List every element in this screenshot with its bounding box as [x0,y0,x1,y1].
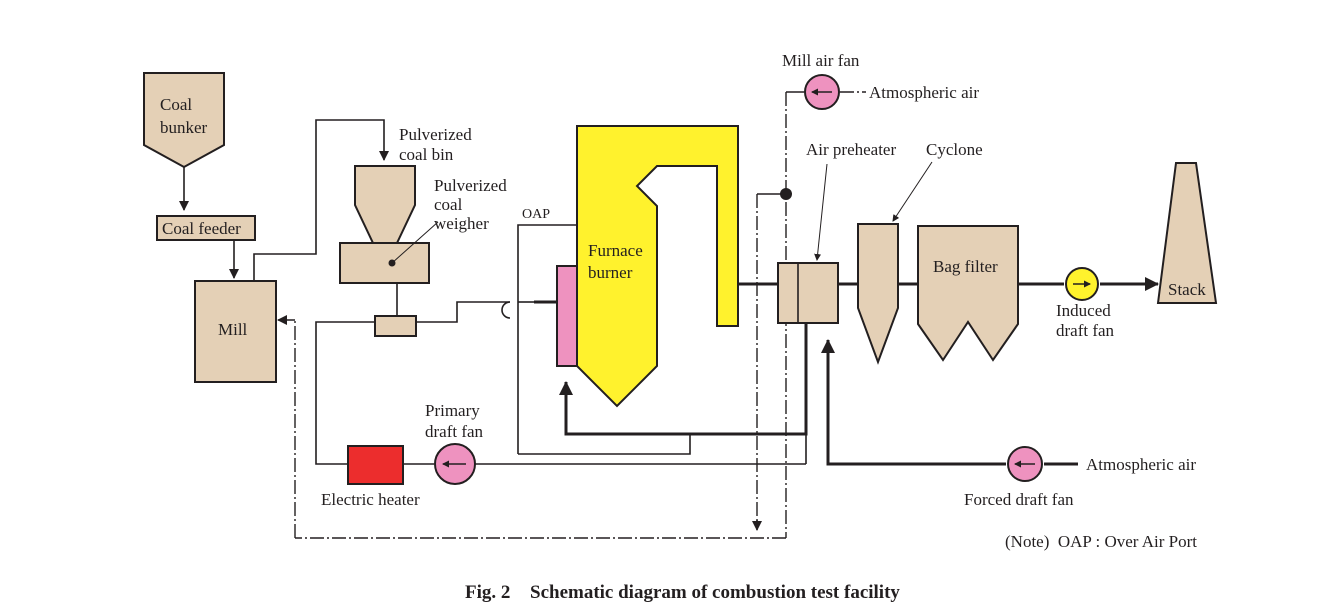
pulverized-coal-bin [354,165,416,244]
electric-heater-label: Electric heater [321,490,420,509]
burner [556,265,578,367]
cyclone-leader [892,161,933,222]
bag-filter [917,225,1019,362]
mill [194,280,277,383]
forced-air-line [821,339,1006,466]
air-preheater-leader [814,163,828,261]
induced-draft-fan-label-1: Induced [1056,301,1111,320]
furnace [576,125,739,408]
primary-draft-fan-label-2: draft fan [425,422,484,441]
coal-bunker-label-2: bunker [160,118,208,137]
coal-weigher-label-3: weigher [434,214,489,233]
mill-air-fan-label: Mill air fan [782,51,860,70]
atmospheric-air-top-label: Atmospheric air [869,83,979,102]
induced-draft-fan-label-2: draft fan [1056,321,1115,340]
line-crossover [501,301,511,319]
cyclone-label: Cyclone [926,140,983,159]
primary-draft-fan-label-1: Primary [425,401,480,420]
coal-weigher-label-1: Pulverized [434,176,507,195]
weigher-leader [391,221,439,264]
junction-dot [780,188,792,200]
oap-line [517,220,595,454]
note-text: (Note) OAP : Over Air Port [1005,532,1197,551]
mill-to-bin-line [253,119,389,280]
pulverized-coal-bin-label-2: coal bin [399,145,454,164]
air-preheater [777,262,839,324]
caption-text: Schematic diagram of combustion test fac… [530,582,900,603]
stack [1156,162,1218,304]
forced-draft-fan-label: Forced draft fan [964,490,1074,509]
cyclone [857,223,899,365]
air-preheater-label: Air preheater [806,140,896,159]
atmospheric-air-bottom-label: Atmospheric air [1086,455,1196,474]
stack-label: Stack [1168,280,1206,299]
mill-label: Mill [218,320,248,339]
coal-weigher-label-2: coal [434,195,463,214]
oap-supply-line [518,434,691,455]
pulverized-coal-bin-label-1: Pulverized [399,125,472,144]
secondary-air-line [559,324,808,436]
bag-filter-label: Bag filter [933,257,998,276]
furnace-burner-label-2: burner [588,263,633,282]
coal-feeder [156,215,256,241]
oap-label: OAP [522,207,550,222]
furnace-burner-label-1: Furnace [588,241,643,260]
electric-heater [347,445,404,485]
primary-air-line [315,321,375,465]
caption-number: Fig. 2 [465,582,510,603]
pulverized-coal-weigher [339,242,430,284]
coal-bunker [143,72,225,169]
coal-bunker-label-1: Coal [160,95,192,114]
coal-feeder-label: Coal feeder [162,219,241,238]
coal-to-burner-line [416,301,510,323]
coal-feed-valve [374,315,417,337]
